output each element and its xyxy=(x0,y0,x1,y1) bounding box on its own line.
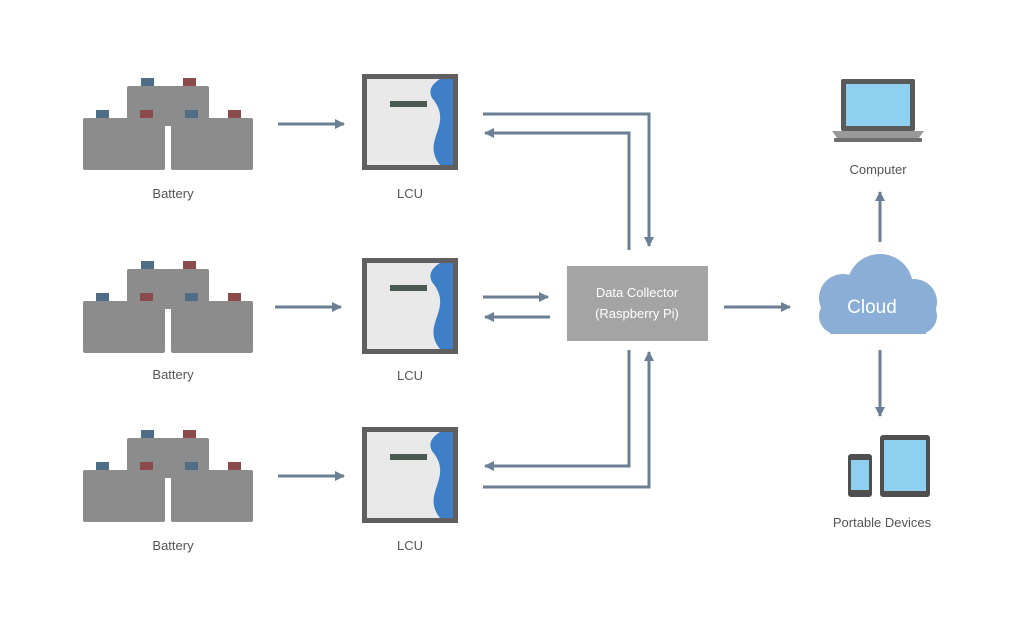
battery-icon xyxy=(83,261,253,353)
lcu-to-collector-arrow xyxy=(483,351,654,489)
data-collector-subtitle: (Raspberry Pi) xyxy=(595,306,679,321)
collector-to-lcu-arrow xyxy=(484,350,631,471)
phone-icon xyxy=(848,454,872,497)
lcu-label: LCU xyxy=(397,368,423,383)
lcu-icon xyxy=(362,74,458,170)
cloud-icon xyxy=(819,254,937,334)
lcu-icon xyxy=(362,427,458,523)
cloud-label: Cloud xyxy=(847,297,897,318)
battery-label: Battery xyxy=(152,367,194,382)
battery-icon xyxy=(83,430,253,522)
battery-icon xyxy=(83,78,253,170)
tablet-icon xyxy=(880,435,930,497)
laptop-icon xyxy=(832,79,924,142)
data-collector-title: Data Collector xyxy=(596,285,679,300)
portable-devices-label: Portable Devices xyxy=(833,515,932,530)
data-collector-box xyxy=(567,266,708,341)
lcu-to-collector-arrow xyxy=(483,112,654,247)
collector-to-lcu-arrow xyxy=(484,128,631,250)
lcu-icon xyxy=(362,258,458,354)
lcu-label: LCU xyxy=(397,186,423,201)
battery-label: Battery xyxy=(152,538,194,553)
battery-label: Battery xyxy=(152,186,194,201)
lcu-label: LCU xyxy=(397,538,423,553)
computer-label: Computer xyxy=(849,162,907,177)
